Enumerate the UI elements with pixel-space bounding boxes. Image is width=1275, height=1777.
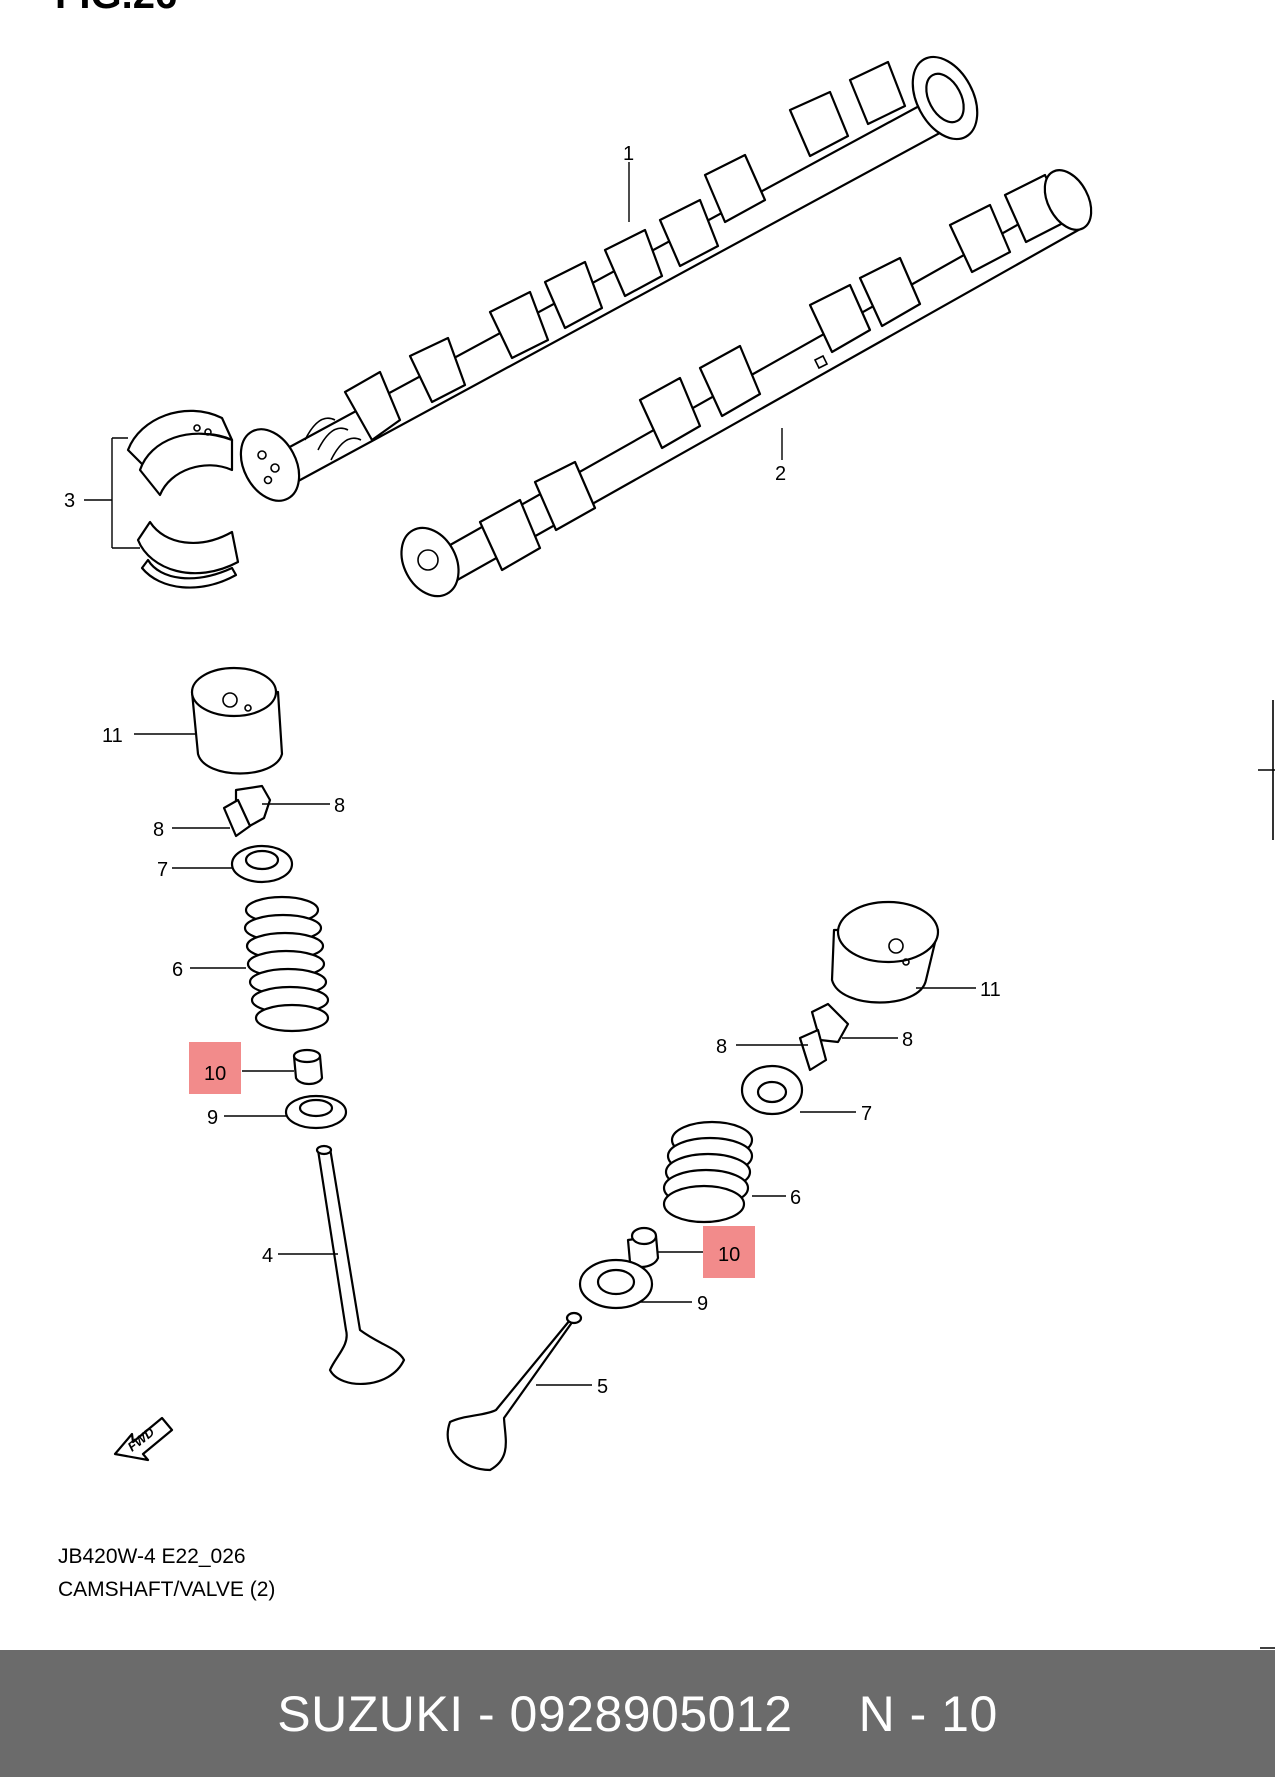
bearing-halves-drawing [126, 409, 240, 589]
callout-9-left: 9 [207, 1107, 218, 1129]
figure-label: FIG.26 [55, 0, 177, 17]
callout-2: 2 [775, 463, 786, 485]
diagram-title: CAMSHAFT/VALVE (2) [58, 1578, 276, 1601]
diagram-code: JB420W-4 E22_026 [58, 1545, 246, 1568]
callout-4: 4 [262, 1245, 273, 1267]
callout-8-left-a: 8 [334, 795, 345, 817]
callout-10-right: 10 [718, 1244, 740, 1266]
callout-7-left: 7 [157, 859, 168, 881]
callout-11-right: 11 [980, 979, 1001, 1001]
camshaft-1-drawing [239, 55, 979, 502]
callout-7-right: 7 [861, 1103, 872, 1125]
footer-bar: SUZUKI - 0928905012 N - 10 [0, 1650, 1275, 1777]
footer-brand-part-number: SUZUKI - 0928905012 [277, 1685, 793, 1742]
highlight-right-item-10 [703, 1226, 755, 1278]
callout-11-left: 11 [102, 725, 123, 747]
callout-8-right-b: 8 [902, 1029, 913, 1051]
leader-lines [84, 162, 976, 1386]
left-valve-assembly-drawing [190, 666, 406, 1386]
callout-3: 3 [64, 490, 75, 512]
footer-reference: N - 10 [858, 1685, 998, 1742]
callout-10-left: 10 [204, 1063, 226, 1085]
callout-8-left-b: 8 [153, 819, 164, 841]
callouts: 1 2 3 11 8 8 7 6 10 9 4 11 8 8 7 6 10 9 … [64, 143, 1001, 1398]
right-valve-assembly-drawing [446, 900, 940, 1472]
fwd-arrow-icon: FWD [113, 1416, 174, 1462]
callout-5: 5 [597, 1376, 608, 1398]
callout-6-right: 6 [790, 1187, 801, 1209]
callout-6-left: 6 [172, 959, 183, 981]
camshaft-valve-diagram: FIG.26 [55, 0, 1275, 1649]
callout-9-right: 9 [697, 1293, 708, 1315]
camshaft-2-drawing [400, 169, 1093, 598]
edge-marks [1258, 700, 1275, 1649]
callout-1: 1 [623, 143, 634, 165]
highlight-left-item-10 [189, 1042, 241, 1094]
callout-8-right-a: 8 [716, 1036, 727, 1058]
